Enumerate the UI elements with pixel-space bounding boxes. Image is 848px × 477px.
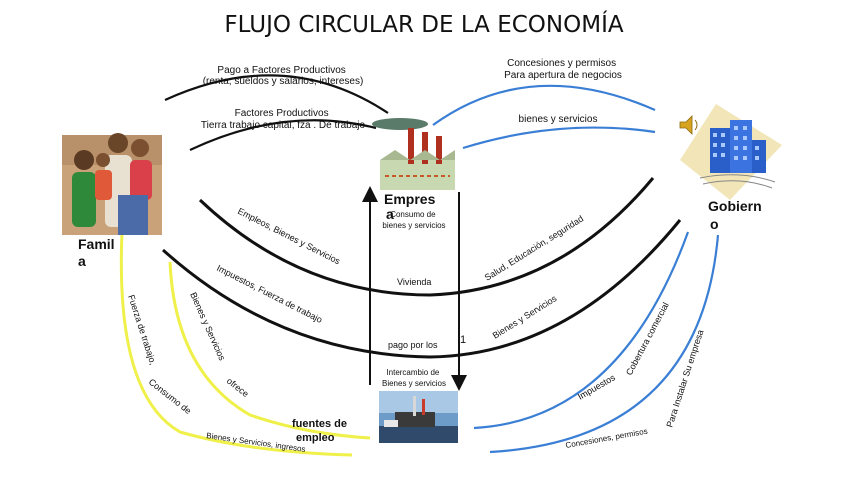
flow-curve-lower: [161, 219, 682, 359]
port-photo: [379, 391, 458, 443]
label-concesiones-top: Concesiones y permisos Para apertura de …: [504, 58, 622, 81]
label-bienes-servicios-top: bienes y servicios: [519, 114, 598, 125]
flow-pago-factores: [164, 74, 389, 114]
label-impuestos: Impuestos: [576, 372, 617, 402]
government-building-icon: [680, 104, 782, 200]
flow-blue-inner: [473, 231, 690, 430]
node-familia: Famil a: [78, 236, 118, 269]
label-empleos: Empleos, Bienes y Servicios: [236, 206, 342, 267]
flow-concesiones-top: [432, 84, 656, 126]
node-empresa: Empres a: [384, 191, 439, 222]
flow-factores: [189, 119, 377, 151]
label-instalar: Para Instalar Su empresa: [664, 328, 705, 428]
flow-yellow-inner: [168, 261, 371, 440]
label-fuentes-empleo: fuentes de empleo: [292, 418, 350, 444]
node-gobierno: Gobiern o: [708, 198, 766, 232]
label-pago-por-los: pago por los: [388, 340, 438, 350]
label-concesiones-bottom: Concesiones, permisos: [565, 427, 648, 450]
factory-icon: [372, 118, 455, 190]
label-factores-productivos: Factores Productivos Tierra trabajo capi…: [201, 108, 366, 131]
label-pago-factores: Pago a Factores Productivos (renta, suel…: [203, 65, 364, 87]
label-intercambio: Intercambio de Bienes y servicios: [382, 368, 446, 388]
label-bienes-servicios-left: Bienes y Servicios: [188, 291, 227, 363]
label-vivienda: Vivienda: [397, 277, 431, 287]
speaker-icon: [679, 115, 698, 135]
flow-yellow-outer: [119, 231, 353, 457]
label-one: 1: [460, 334, 466, 346]
page-title: FLUJO CIRCULAR DE LA ECONOMÍA: [224, 10, 623, 38]
label-cobertura: Cobertura comercial: [624, 301, 671, 377]
family-photo: [62, 133, 162, 235]
label-ofrece: ofrece: [225, 376, 251, 399]
label-bienes-servicios-right: Bienes y Servicios: [491, 293, 559, 341]
flow-bienes-servicios-top: [462, 126, 656, 150]
flow-curve-upper: [198, 177, 655, 297]
label-consumo: Consumo de bienes y servicios: [382, 210, 445, 230]
flow-blue-outer: [489, 234, 720, 454]
